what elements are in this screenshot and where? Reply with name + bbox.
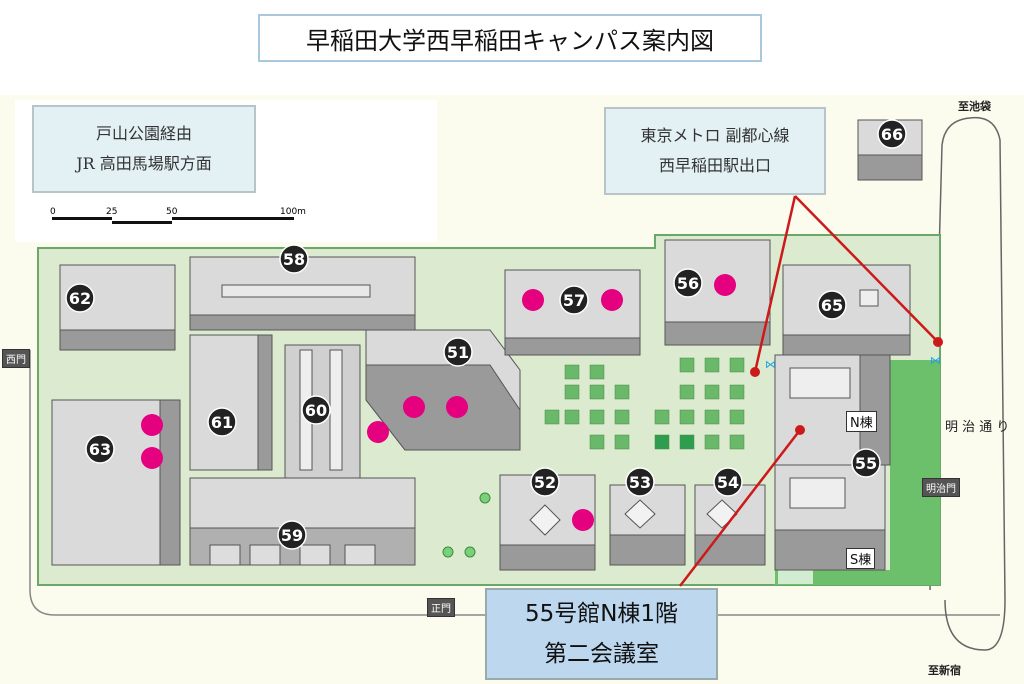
- building-number: 58: [283, 250, 305, 269]
- building-badge-62: 62: [65, 283, 95, 313]
- lounge-icon: [403, 396, 425, 418]
- trees: [442, 492, 491, 558]
- buildings: [51, 119, 923, 571]
- shop-icon: [367, 421, 389, 443]
- metro-exit-note: 東京メトロ 副都心線 西早稲田駅出口: [604, 107, 826, 195]
- building-number: 61: [211, 413, 233, 432]
- building-59: [189, 477, 416, 566]
- building-badge-54: 54: [713, 467, 743, 497]
- note-line: JR 高田馬場駅方面: [76, 154, 212, 173]
- building-badge-63: 63: [85, 434, 115, 464]
- library-icon: [446, 396, 468, 418]
- building-number: 57: [563, 291, 585, 310]
- svg-text:0: 0: [50, 207, 56, 217]
- building-number: 52: [534, 473, 556, 492]
- building-65: [782, 264, 911, 356]
- to-shinjuku-label: 至新宿: [928, 664, 961, 677]
- restaurant-icon: [714, 274, 736, 296]
- library-icon: [572, 509, 594, 531]
- title-text: 早稲田大学西早稲田キャンパス案内図: [306, 26, 714, 55]
- building-55-n: [774, 354, 891, 466]
- building-number: 65: [821, 296, 843, 315]
- building-number: 62: [69, 289, 91, 308]
- shop-icon: [141, 414, 163, 436]
- page-title: 早稲田大学西早稲田キャンパス案内図: [258, 14, 762, 62]
- building-badge-52: 52: [530, 467, 560, 497]
- route-lines: [679, 195, 943, 587]
- building-number: 56: [677, 274, 699, 293]
- svg-text:50: 50: [166, 207, 178, 217]
- plaza: [544, 357, 745, 450]
- building-badge-53: 53: [625, 467, 655, 497]
- jr-direction-note: 戸山公園経由 JR 高田馬場駅方面: [32, 105, 256, 193]
- destination-room: 第二会議室: [544, 641, 659, 667]
- coop-icon: [522, 289, 544, 311]
- building-number: 55: [855, 454, 877, 473]
- scale-bar: 0 25 50 100m: [50, 207, 306, 224]
- building-61: [189, 334, 273, 471]
- building-54: [694, 484, 766, 566]
- west-gate-label: 西門: [2, 349, 30, 368]
- to-ikebukuro-label: 至池袋: [958, 100, 991, 113]
- building-number: 66: [881, 125, 903, 144]
- note-line: 戸山公園経由: [95, 124, 192, 143]
- building-badge-61: 61: [207, 407, 237, 437]
- building-number: 60: [305, 401, 327, 420]
- meiji-street-label: 明 治 通 り: [945, 420, 1010, 435]
- building-badge-56: 56: [673, 268, 703, 298]
- road: [29, 350, 1000, 616]
- building-number: 63: [89, 440, 111, 459]
- metro-icon: ⋈: [765, 358, 776, 371]
- note-line: 西早稲田駅出口: [658, 156, 771, 175]
- building-number: 51: [447, 343, 469, 362]
- building-53: [609, 484, 686, 566]
- building-number: 54: [717, 473, 739, 492]
- building-badge-58: 58: [279, 244, 309, 274]
- meiji-gate-label: 明治門: [922, 478, 960, 497]
- note-line: 東京メトロ 副都心線: [640, 126, 790, 145]
- building-number: 59: [281, 526, 303, 545]
- metro-icons: ⋈⋈: [765, 354, 941, 371]
- building-badges: 51 52 53 54 55 56 57 58 59 60 61 62 63 65 66: [65, 119, 907, 550]
- metro-icon: ⋈: [930, 354, 941, 367]
- building-badge-51: 51: [443, 337, 473, 367]
- building-badge-66: 66: [877, 119, 907, 149]
- svg-text:100m: 100m: [280, 207, 306, 217]
- facility-icons: [141, 274, 736, 531]
- building-badge-65: 65: [817, 290, 847, 320]
- building-number: 53: [629, 473, 651, 492]
- building-badge-60: 60: [301, 395, 331, 425]
- green-belt: [775, 360, 940, 585]
- restaurant-icon: [141, 447, 163, 469]
- svg-text:25: 25: [106, 207, 117, 217]
- main-gate-label: 正門: [427, 598, 455, 617]
- building-badge-57: 57: [559, 285, 589, 315]
- shop-icon: [601, 289, 623, 311]
- meiji-street: [929, 116, 1006, 651]
- north-wing-label: N棟: [846, 411, 877, 432]
- south-wing-label: S棟: [846, 548, 876, 569]
- destination-building: 55号館N棟1階: [524, 601, 679, 627]
- building-66: [857, 119, 923, 181]
- building-badge-55: 55: [851, 448, 881, 478]
- building-51: [365, 329, 521, 451]
- destination-label: 55号館N棟1階 第二会議室: [485, 588, 718, 680]
- building-badge-59: 59: [277, 520, 307, 550]
